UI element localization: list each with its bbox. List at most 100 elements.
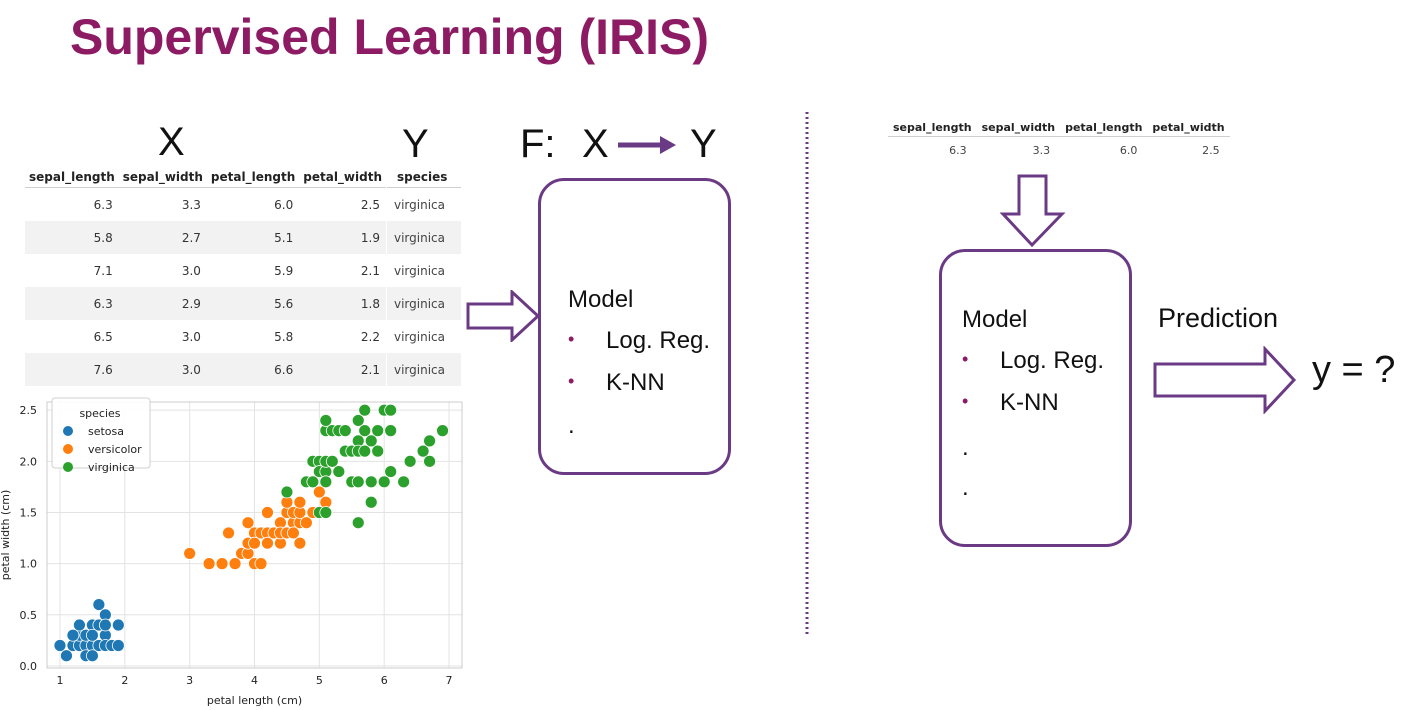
model-item-label: K-NN xyxy=(1000,389,1059,416)
table-cell: 2.2 xyxy=(360,329,380,344)
model-item-label: Log. Reg. xyxy=(606,327,711,354)
table-cell: 5.8 xyxy=(274,329,294,344)
section-divider xyxy=(805,112,809,636)
data-point-virginica xyxy=(319,475,333,489)
data-point-versicolor xyxy=(312,485,326,499)
ellipsis-dot: . xyxy=(568,412,575,439)
hollow-right-arrow-icon xyxy=(1153,346,1297,414)
y-tick-label: 2.5 xyxy=(20,404,38,417)
y-label: Y xyxy=(402,122,429,166)
data-point-virginica xyxy=(280,485,294,499)
table-cell: virginica xyxy=(394,197,445,212)
table-cell: 1.8 xyxy=(299,287,386,320)
data-point-versicolor xyxy=(222,526,235,540)
table-cell: 2.1 xyxy=(299,353,386,386)
data-point-virginica xyxy=(423,434,436,448)
data-point-virginica xyxy=(403,454,417,468)
plot-frame xyxy=(46,401,463,669)
data-point-virginica xyxy=(384,403,398,417)
data-point-setosa xyxy=(66,628,80,642)
table-cell: 2.1 xyxy=(360,263,380,278)
model-item-label: K-NN xyxy=(606,369,665,396)
y-tick-label: 0.0 xyxy=(20,660,38,673)
table-cell: virginica xyxy=(394,329,445,344)
data-point-versicolor xyxy=(261,536,274,550)
data-point-virginica xyxy=(436,424,449,438)
data-point-versicolor xyxy=(202,557,216,571)
data-point-versicolor xyxy=(293,536,307,550)
data-point-virginica xyxy=(351,475,365,489)
function-arrow-icon xyxy=(618,136,676,154)
function-x-label: X xyxy=(582,122,609,166)
data-point-virginica xyxy=(351,516,365,530)
data-point-virginica xyxy=(351,414,365,427)
column-header: sepal_width xyxy=(976,116,1061,137)
table-row: 6.5 3.0 5.8 2.2 xyxy=(25,320,386,353)
table-row: virginica xyxy=(387,221,462,254)
table-cell: 3.0 xyxy=(118,353,207,386)
x-tick-label: 2 xyxy=(121,674,128,687)
data-point-versicolor xyxy=(254,557,268,571)
table-cell: virginica xyxy=(387,221,462,254)
y-tick-label: 2.0 xyxy=(20,455,38,468)
page-title: Supervised Learning (IRIS) xyxy=(70,9,710,65)
table-cell: 5.6 xyxy=(206,287,300,320)
table-cell: 2.5 xyxy=(360,197,380,212)
bullet-icon: • xyxy=(962,349,969,369)
model-box-left xyxy=(538,178,731,475)
table-cell: 6.3 xyxy=(949,143,967,157)
y-tick-label: 0.5 xyxy=(20,609,38,622)
data-point-virginica xyxy=(423,454,436,468)
table-cell: 5.1 xyxy=(206,221,300,254)
data-point-setosa xyxy=(92,598,106,611)
prediction-output: y = ? xyxy=(1312,349,1396,391)
data-point-virginica xyxy=(358,424,372,438)
column-header: species xyxy=(387,164,462,188)
column-header: petal_width xyxy=(1147,116,1230,137)
hollow-arrow-icon xyxy=(466,290,541,342)
legend-label-versicolor: versicolor xyxy=(88,443,142,456)
x-axis-label: petal length (cm) xyxy=(207,694,302,707)
legend-title: species xyxy=(79,407,120,420)
table-cell: 1.9 xyxy=(299,221,386,254)
legend-marker-setosa xyxy=(63,426,73,436)
data-point-setosa xyxy=(111,639,125,652)
data-point-setosa xyxy=(53,639,67,652)
feature-table-header: sepal_length sepal_width petal_length pe… xyxy=(25,164,386,188)
x-tick-label: 4 xyxy=(251,674,258,687)
function-f-label: F: xyxy=(520,122,556,166)
data-point-virginica xyxy=(338,424,352,438)
data-point-virginica xyxy=(416,444,430,458)
legend-label-setosa: setosa xyxy=(88,425,124,438)
table-cell: 6.3 xyxy=(93,197,113,212)
table-cell: 5.9 xyxy=(274,263,294,278)
table-row: virginica xyxy=(387,287,462,320)
data-point-setosa xyxy=(60,649,73,663)
data-point-setosa xyxy=(85,628,99,642)
data-point-virginica xyxy=(371,444,385,458)
data-point-versicolor xyxy=(215,557,229,571)
data-point-setosa xyxy=(111,618,125,632)
table-cell: 2.5 xyxy=(1202,143,1220,157)
hollow-down-arrow-icon xyxy=(1000,174,1066,248)
table-row: virginica xyxy=(387,254,461,287)
data-point-versicolor xyxy=(241,516,255,530)
data-point-virginica xyxy=(384,424,398,438)
table-row: virginica xyxy=(387,320,461,353)
model-item-label: Log. Reg. xyxy=(1000,347,1105,374)
data-points xyxy=(53,403,449,663)
x-tick-label: 3 xyxy=(186,674,193,687)
table-cell: 6.3 xyxy=(25,287,119,320)
data-point-versicolor xyxy=(261,506,274,519)
column-header: sepal_length xyxy=(25,164,119,188)
data-point-virginica xyxy=(358,444,372,458)
data-point-versicolor xyxy=(299,516,313,530)
column-header: sepal_width xyxy=(118,164,207,188)
data-point-virginica xyxy=(319,414,333,427)
table-row: 7.6 3.0 6.6 2.1 xyxy=(25,353,386,386)
model-item: • Log. Reg. xyxy=(962,347,1104,375)
bullet-icon: • xyxy=(568,329,575,349)
data-point-versicolor xyxy=(183,547,197,560)
